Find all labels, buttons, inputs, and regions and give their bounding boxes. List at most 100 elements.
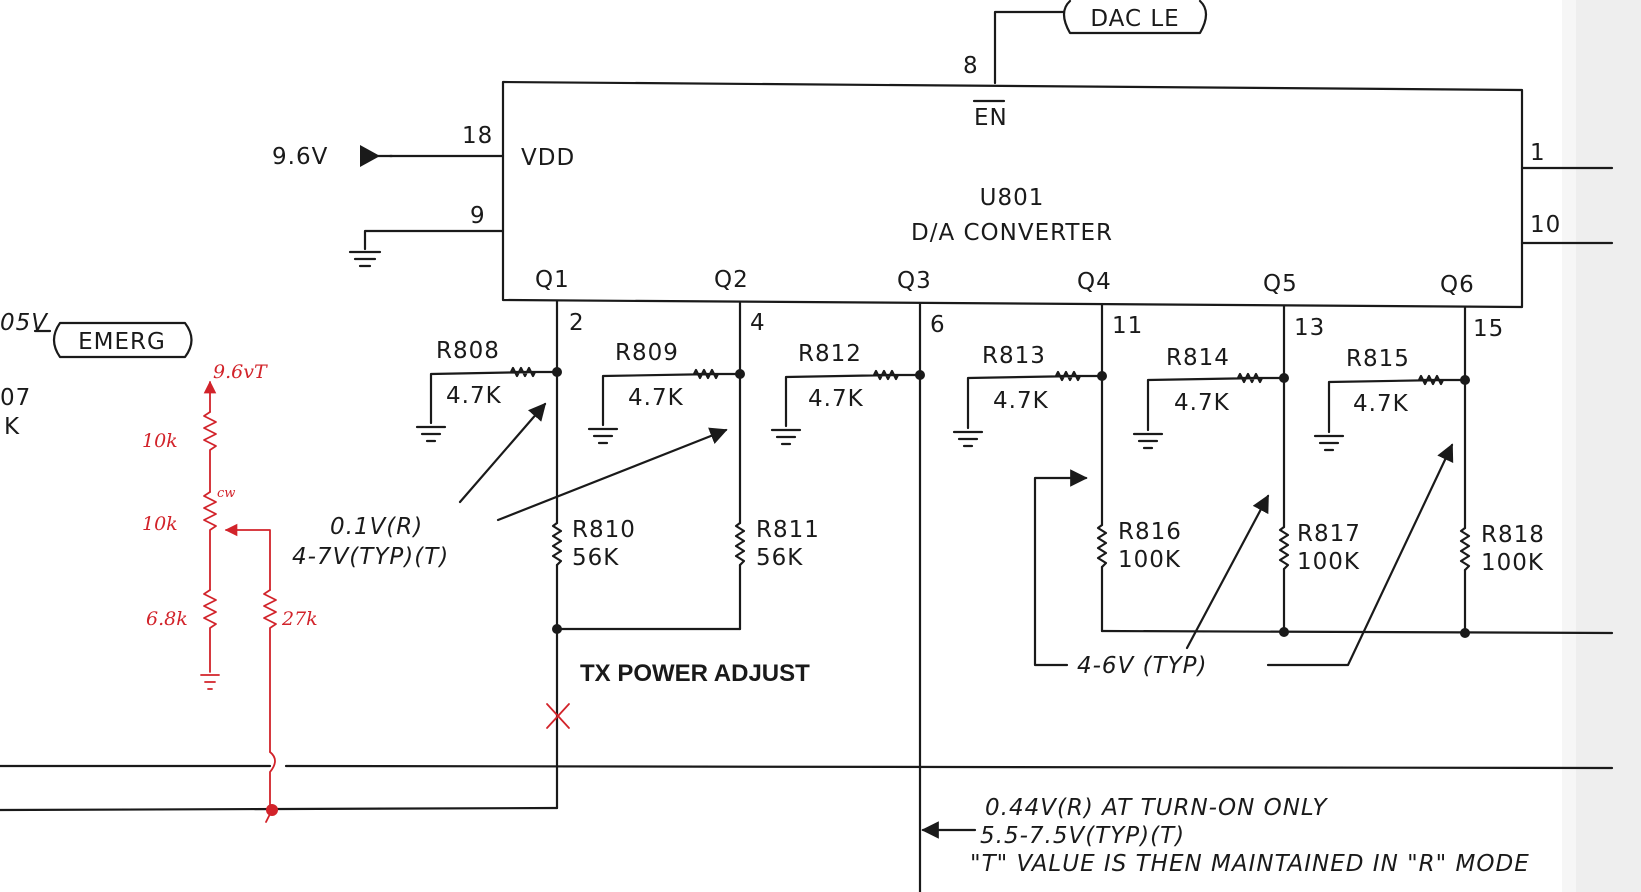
en-label: EN [974, 105, 1008, 131]
q5-bus-junction-dot [1279, 627, 1289, 637]
mod-r-series-resistor [263, 589, 277, 753]
r818-resistor [1459, 526, 1471, 572]
r814-value: 4.7K [1174, 390, 1230, 416]
page-edge-highlight [1562, 0, 1576, 892]
q6-bus-junction-dot [1460, 628, 1470, 638]
page-edge-shadow [1575, 0, 1641, 892]
left-fragment-line1: 07 [0, 385, 31, 411]
q2-label: Q2 [714, 267, 749, 293]
pin-8-label: 8 [963, 53, 979, 79]
r817-ref: R817 [1297, 521, 1361, 547]
mod-supply-label: 9.6vT [213, 361, 268, 383]
r812-resistor [784, 369, 922, 428]
summing-buses: TX POWER ADJUST [0, 624, 1614, 812]
en-pin-wire [993, 10, 1065, 85]
left-fragments: 05V EMERG 07 K [0, 310, 193, 440]
r808-value: 4.7K [446, 383, 502, 409]
pin-1-label: 1 [1530, 140, 1546, 166]
r808-ref: R808 [436, 338, 500, 364]
q2-voltage-arrow [496, 427, 728, 522]
q4-voltage-arrow [1033, 469, 1088, 667]
pin-2-label: 2 [569, 310, 585, 336]
ic-function-label: D/A CONVERTER [911, 220, 1113, 246]
r816-resistor [1096, 523, 1108, 569]
q4-junction-dot [1097, 371, 1107, 381]
q3-junction-dot [915, 370, 925, 380]
supply-arrow-icon [360, 145, 380, 167]
handwritten-modification: 9.6vT 10k 10k cw 6.8k 27k [142, 361, 318, 823]
mod-crossover-hop [269, 751, 276, 811]
q2-junction-dot [735, 369, 745, 379]
r809-resistor [601, 368, 742, 427]
r811-value: 56K [756, 545, 803, 571]
r818-value: 100K [1481, 550, 1544, 576]
r815-value: 4.7K [1353, 391, 1409, 417]
q3-note-line2: 5.5-7.5V(TYP)(T) [980, 823, 1185, 849]
mod-r-series-label: 27k [281, 608, 318, 630]
pin-15-label: 15 [1473, 316, 1504, 342]
r812-ref: R812 [798, 341, 862, 367]
lower-trace-2 [0, 806, 559, 812]
vdd-label: VDD [521, 145, 575, 171]
mod-pot-label: 10k [142, 513, 178, 535]
pin-4-label: 4 [750, 310, 766, 336]
ic-ref-label: U801 [980, 185, 1045, 211]
q1-junction-dot [552, 367, 562, 377]
r814-ref: R814 [1166, 345, 1230, 371]
left-fragment-line2: K [4, 414, 20, 440]
r817-resistor [1278, 525, 1290, 571]
q456-bus [1100, 629, 1614, 635]
pin-11-label: 11 [1112, 313, 1143, 339]
r816-ref: R816 [1118, 519, 1182, 545]
output-wires: 2 4 6 11 13 15 [555, 299, 1504, 892]
r810-resistor [551, 521, 563, 567]
q6-label: Q6 [1440, 272, 1475, 298]
q3-note-line3: "T" VALUE IS THEN MAINTAINED IN "R" MODE [970, 851, 1530, 877]
ic-u801: U801 D/A CONVERTER VDD EN Q1 Q2 Q3 Q4 Q5… [272, 0, 1614, 309]
ic-body [501, 80, 1524, 309]
r815-ref: R815 [1346, 346, 1410, 372]
series-resistors: R810 56K R811 56K R816 100K R817 100K R8… [551, 517, 1545, 576]
r817-value: 100K [1297, 549, 1360, 575]
mod-r-top-label: 10k [142, 430, 178, 452]
pulldown-resistors: R808 4.7K R809 4.7K R812 4.7K R813 4.7K … [415, 338, 1470, 452]
q6-voltage-arrow [1266, 443, 1454, 667]
mod-r-bottom-label: 6.8k [146, 608, 188, 630]
pin-18-label: 18 [462, 123, 493, 149]
tx-bus-junction-dot [552, 624, 562, 634]
pin-13-label: 13 [1294, 315, 1325, 341]
dac-le-label: DAC LE [1090, 6, 1179, 32]
mod-r-bottom-resistor [203, 589, 217, 673]
r808-resistor [429, 366, 559, 425]
q5-label: Q5 [1263, 271, 1298, 297]
q6-junction-dot [1460, 375, 1470, 385]
q4-label: Q4 [1077, 269, 1112, 295]
dac-le-connector [1062, 0, 1208, 35]
q5-voltage-arrow [1185, 494, 1270, 650]
mod-pot-cw-label: cw [217, 486, 235, 501]
mod-r-top-resistor [203, 411, 217, 493]
emerg-connector [52, 321, 193, 359]
supply-label: 9.6V [272, 144, 328, 170]
r813-value: 4.7K [993, 388, 1049, 414]
pin-9-label: 9 [470, 203, 486, 229]
r816-value: 100K [1118, 547, 1181, 573]
q3-note-line1: 0.44V(R) AT TURN-ON ONLY [985, 795, 1329, 821]
mod-wiper [224, 523, 271, 591]
r814-resistor [1146, 372, 1286, 432]
r809-value: 4.7K [628, 385, 684, 411]
r818-ref: R818 [1481, 522, 1545, 548]
pin-10-label: 10 [1530, 212, 1561, 238]
r813-ref: R813 [982, 343, 1046, 369]
gnd-pin-wire [363, 229, 505, 251]
tx-power-adjust-label: TX POWER ADJUST [580, 660, 810, 687]
q3-label: Q3 [897, 268, 932, 294]
q1-label: Q1 [535, 267, 570, 293]
q1-voltage-arrow [458, 402, 547, 504]
r811-resistor [734, 521, 746, 567]
r813-resistor [966, 370, 1104, 430]
q5-junction-dot [1279, 373, 1289, 383]
emerg-label: EMERG [78, 329, 166, 355]
r810-value: 56K [572, 545, 619, 571]
